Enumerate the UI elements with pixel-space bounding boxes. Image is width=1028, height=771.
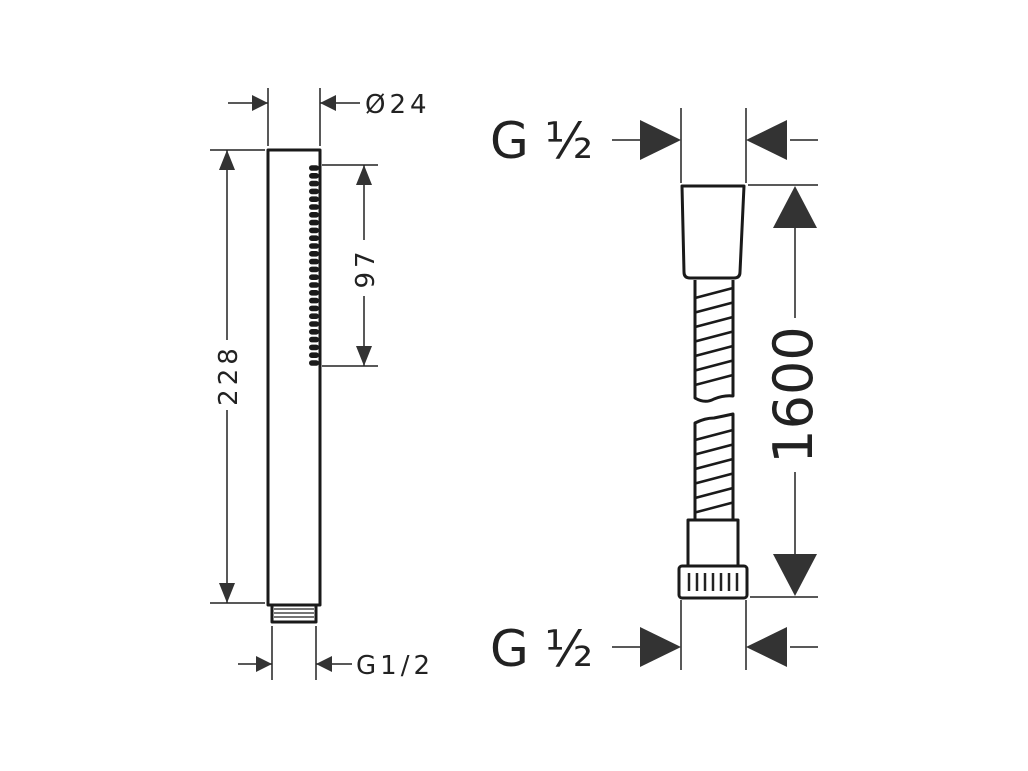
nozzle [309,235,319,241]
hose-rib [694,315,734,329]
nozzle [309,344,319,351]
nozzle [309,266,319,273]
bottom-thread-dimension: G ½ [490,600,818,678]
nozzle [309,360,319,366]
spray-nozzles [309,165,319,366]
length-label: 228 [214,344,244,406]
nozzle [309,313,319,319]
hose-lower [693,412,735,520]
length-dimension: 228 [210,149,265,604]
nozzle [309,258,319,265]
nozzle [309,329,319,335]
hose-rib [694,359,734,372]
hose-rib [694,301,734,314]
nozzle [309,188,319,195]
nozzle [309,282,319,288]
nozzle [309,336,319,343]
spray-length-label: 97 [351,247,381,288]
hose-length-dimension: 1600 [748,184,825,598]
shower-body [266,148,322,607]
hose-rib [694,486,734,500]
nozzle [309,352,319,358]
nozzle [309,251,319,257]
hose-cone-fitting [680,184,746,280]
bottom-thread-label: G ½ [490,620,593,678]
nozzle [309,212,319,218]
hose-rib [694,428,734,442]
hand-shower-drawing [266,148,322,624]
diameter-label: Ø24 [365,90,431,120]
nozzle [309,227,319,234]
hose-rib [694,286,734,300]
nozzle [309,196,319,202]
hose-ring [677,564,749,600]
hose-rib [694,344,734,358]
hose-rib [694,501,734,514]
top-thread-label: G ½ [490,112,593,170]
hose-rib [694,443,734,456]
nozzle [309,321,319,327]
nozzle [309,173,319,179]
nozzle [309,274,319,280]
spray-length-dimension: 97 [322,164,381,367]
thread-label: G1/2 [356,651,434,681]
nozzle [309,204,319,210]
thread-dimension: G1/2 [238,626,434,681]
hose-upper [693,280,735,403]
top-thread-dimension: G ½ [490,108,818,183]
hose-nut [686,518,740,568]
nozzle [309,243,319,249]
nozzle [309,305,319,312]
nozzle [309,297,319,304]
hose-rib [694,373,734,387]
nozzle [309,290,319,296]
diameter-dimension: Ø24 [228,88,431,146]
nozzle [309,165,319,171]
hose-length-label: 1600 [762,326,825,463]
hose-drawing [677,184,749,600]
hose-rib [694,330,734,343]
shower-thread [270,605,318,624]
nozzle [309,219,319,226]
hose-rib [694,472,734,485]
nozzle [309,180,319,187]
hose-rib [694,457,734,471]
